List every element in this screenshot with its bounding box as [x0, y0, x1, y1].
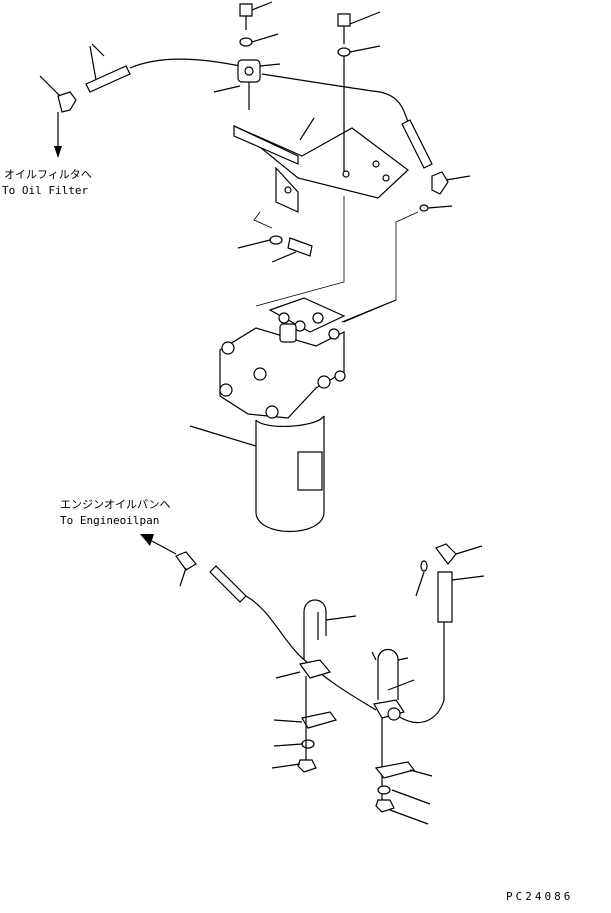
top-left-bolt: [239, 1, 273, 30]
upper-clamp: [213, 59, 281, 110]
lower-fitting: [175, 551, 197, 587]
u-bolt-right: [371, 648, 415, 700]
oil-filter-head: [219, 297, 397, 419]
lower-hose: [209, 565, 445, 724]
oil-filter-label-jp: オイルフィルタヘ: [4, 168, 92, 181]
upper-hose: [129, 58, 409, 123]
upper-hose-fitting-right: [401, 119, 471, 212]
mid-washer: [237, 235, 283, 249]
figure-code: PC24086: [506, 890, 573, 903]
oil-pan-label-en: To Engineoilpan: [60, 514, 159, 527]
oil-filter: [189, 415, 325, 532]
clamp-block-right: [373, 699, 433, 825]
upper-hose-fitting-left: [85, 43, 131, 93]
mounting-bracket: [233, 56, 409, 213]
u-bolt-left: [303, 599, 357, 660]
arrow-to-oil-filter: [54, 112, 62, 158]
mid-bolt: [271, 237, 313, 263]
top-left-washer: [239, 33, 279, 47]
oil-pan-label-jp: エンジンオイルパンヘ: [60, 498, 171, 511]
top-right-washer: [337, 45, 381, 57]
elbow-fitting-left: [39, 75, 77, 113]
arrow-to-engine-oil-pan: [140, 534, 177, 555]
top-right-bolt: [337, 11, 381, 44]
clamp-block-left: [271, 659, 338, 773]
oil-filter-label-en: To Oil Filter: [2, 184, 88, 197]
lower-hose-fitting-right: [415, 543, 485, 623]
